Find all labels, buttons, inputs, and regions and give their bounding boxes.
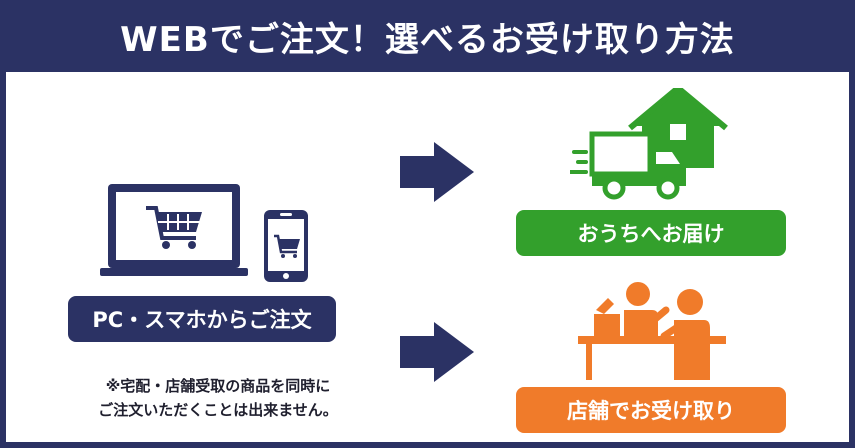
order-note-line-1: ※宅配・店舗受取の商品を同時に	[105, 377, 331, 395]
smartphone-cart-icon	[264, 210, 308, 282]
arrow-right-icon	[400, 322, 474, 382]
order-label: PC・スマホからご注文	[68, 296, 336, 342]
order-note-line-2: ご注文いただくことは出来ません。	[98, 401, 338, 419]
home-delivery-label: おうちへお届け	[516, 210, 786, 256]
delivery-truck-house-icon	[570, 88, 728, 200]
page-title: WEBでご注文！選べるお受け取り方法	[120, 19, 735, 60]
banner-header: WEBでご注文！選べるお受け取り方法	[0, 0, 855, 72]
laptop-cart-icon	[100, 184, 248, 276]
store-pickup-label: 店舗でお受け取り	[516, 387, 786, 433]
order-note: ※宅配・店舗受取の商品を同時に ご注文いただくことは出来ません。	[38, 374, 398, 422]
store-counter-icon	[578, 282, 726, 380]
arrow-right-icon	[400, 142, 474, 202]
